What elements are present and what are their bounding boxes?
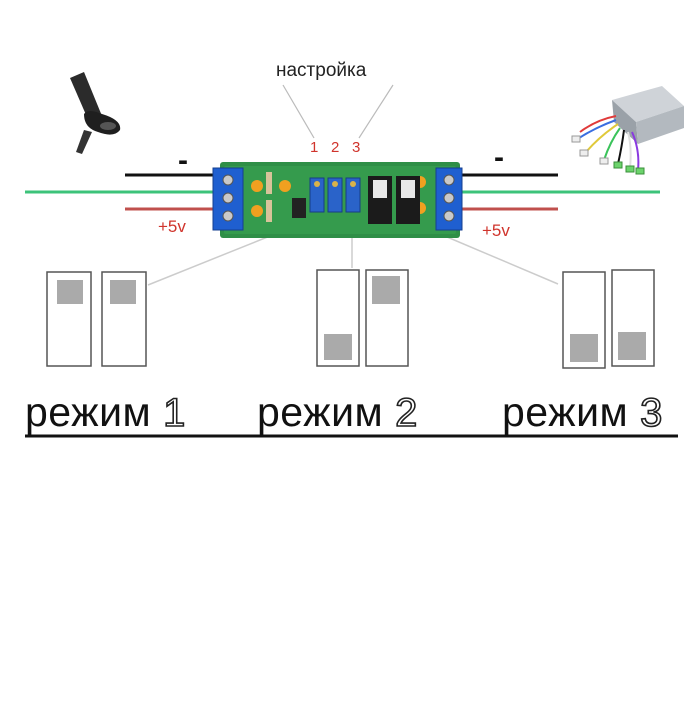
tuning-number-3: 3 [352,139,361,156]
motor-controller-icon [571,86,684,175]
mode-3-word: режим [502,389,629,435]
mode-3-switch-a-knob [570,334,598,362]
mode-1-digit: 1 [162,391,186,435]
tuning-pointer-line-3 [358,84,394,139]
tuning-label: настройка [276,60,367,81]
plus5v-label-left: +5v [158,217,186,236]
mode-3-label: режим 3 [502,389,663,435]
mode-2-label: режим 2 [257,389,418,435]
mode-1-word: режим [25,389,152,435]
mode-2-switch-a-knob [324,334,352,360]
mode-1-switch-b-knob [110,280,136,304]
trimmer-2 [327,177,343,213]
mode-1-connector [147,235,271,286]
mode-3-connector [439,233,559,285]
mode-2-digit: 2 [394,391,418,435]
mode-3-digit: 3 [639,391,663,435]
circuit-board [212,162,463,238]
mode-3-switch-b-knob [618,332,646,360]
trimmer-3 [345,177,361,213]
ground-label-right: - [494,141,504,174]
tuning-number-2: 2 [331,139,340,156]
mode-1-switches [46,271,147,367]
plus5v-label-right: +5v [482,221,510,240]
mode-1-switch-a [46,271,92,367]
mode-2-word: режим [257,389,384,435]
mode-2-switch-b-knob [372,276,400,304]
mode-1-switch-a-knob [57,280,83,304]
mode-2-switches [316,269,409,367]
throttle-grip-icon [70,72,121,154]
tuning-number-1: 1 [310,139,319,156]
ground-label-left: - [178,144,188,177]
mode-3-switches [562,269,655,369]
trimmer-1 [309,177,325,213]
mode-1-label: режим 1 [25,389,186,435]
tuning-pointer-line-1 [282,84,315,139]
